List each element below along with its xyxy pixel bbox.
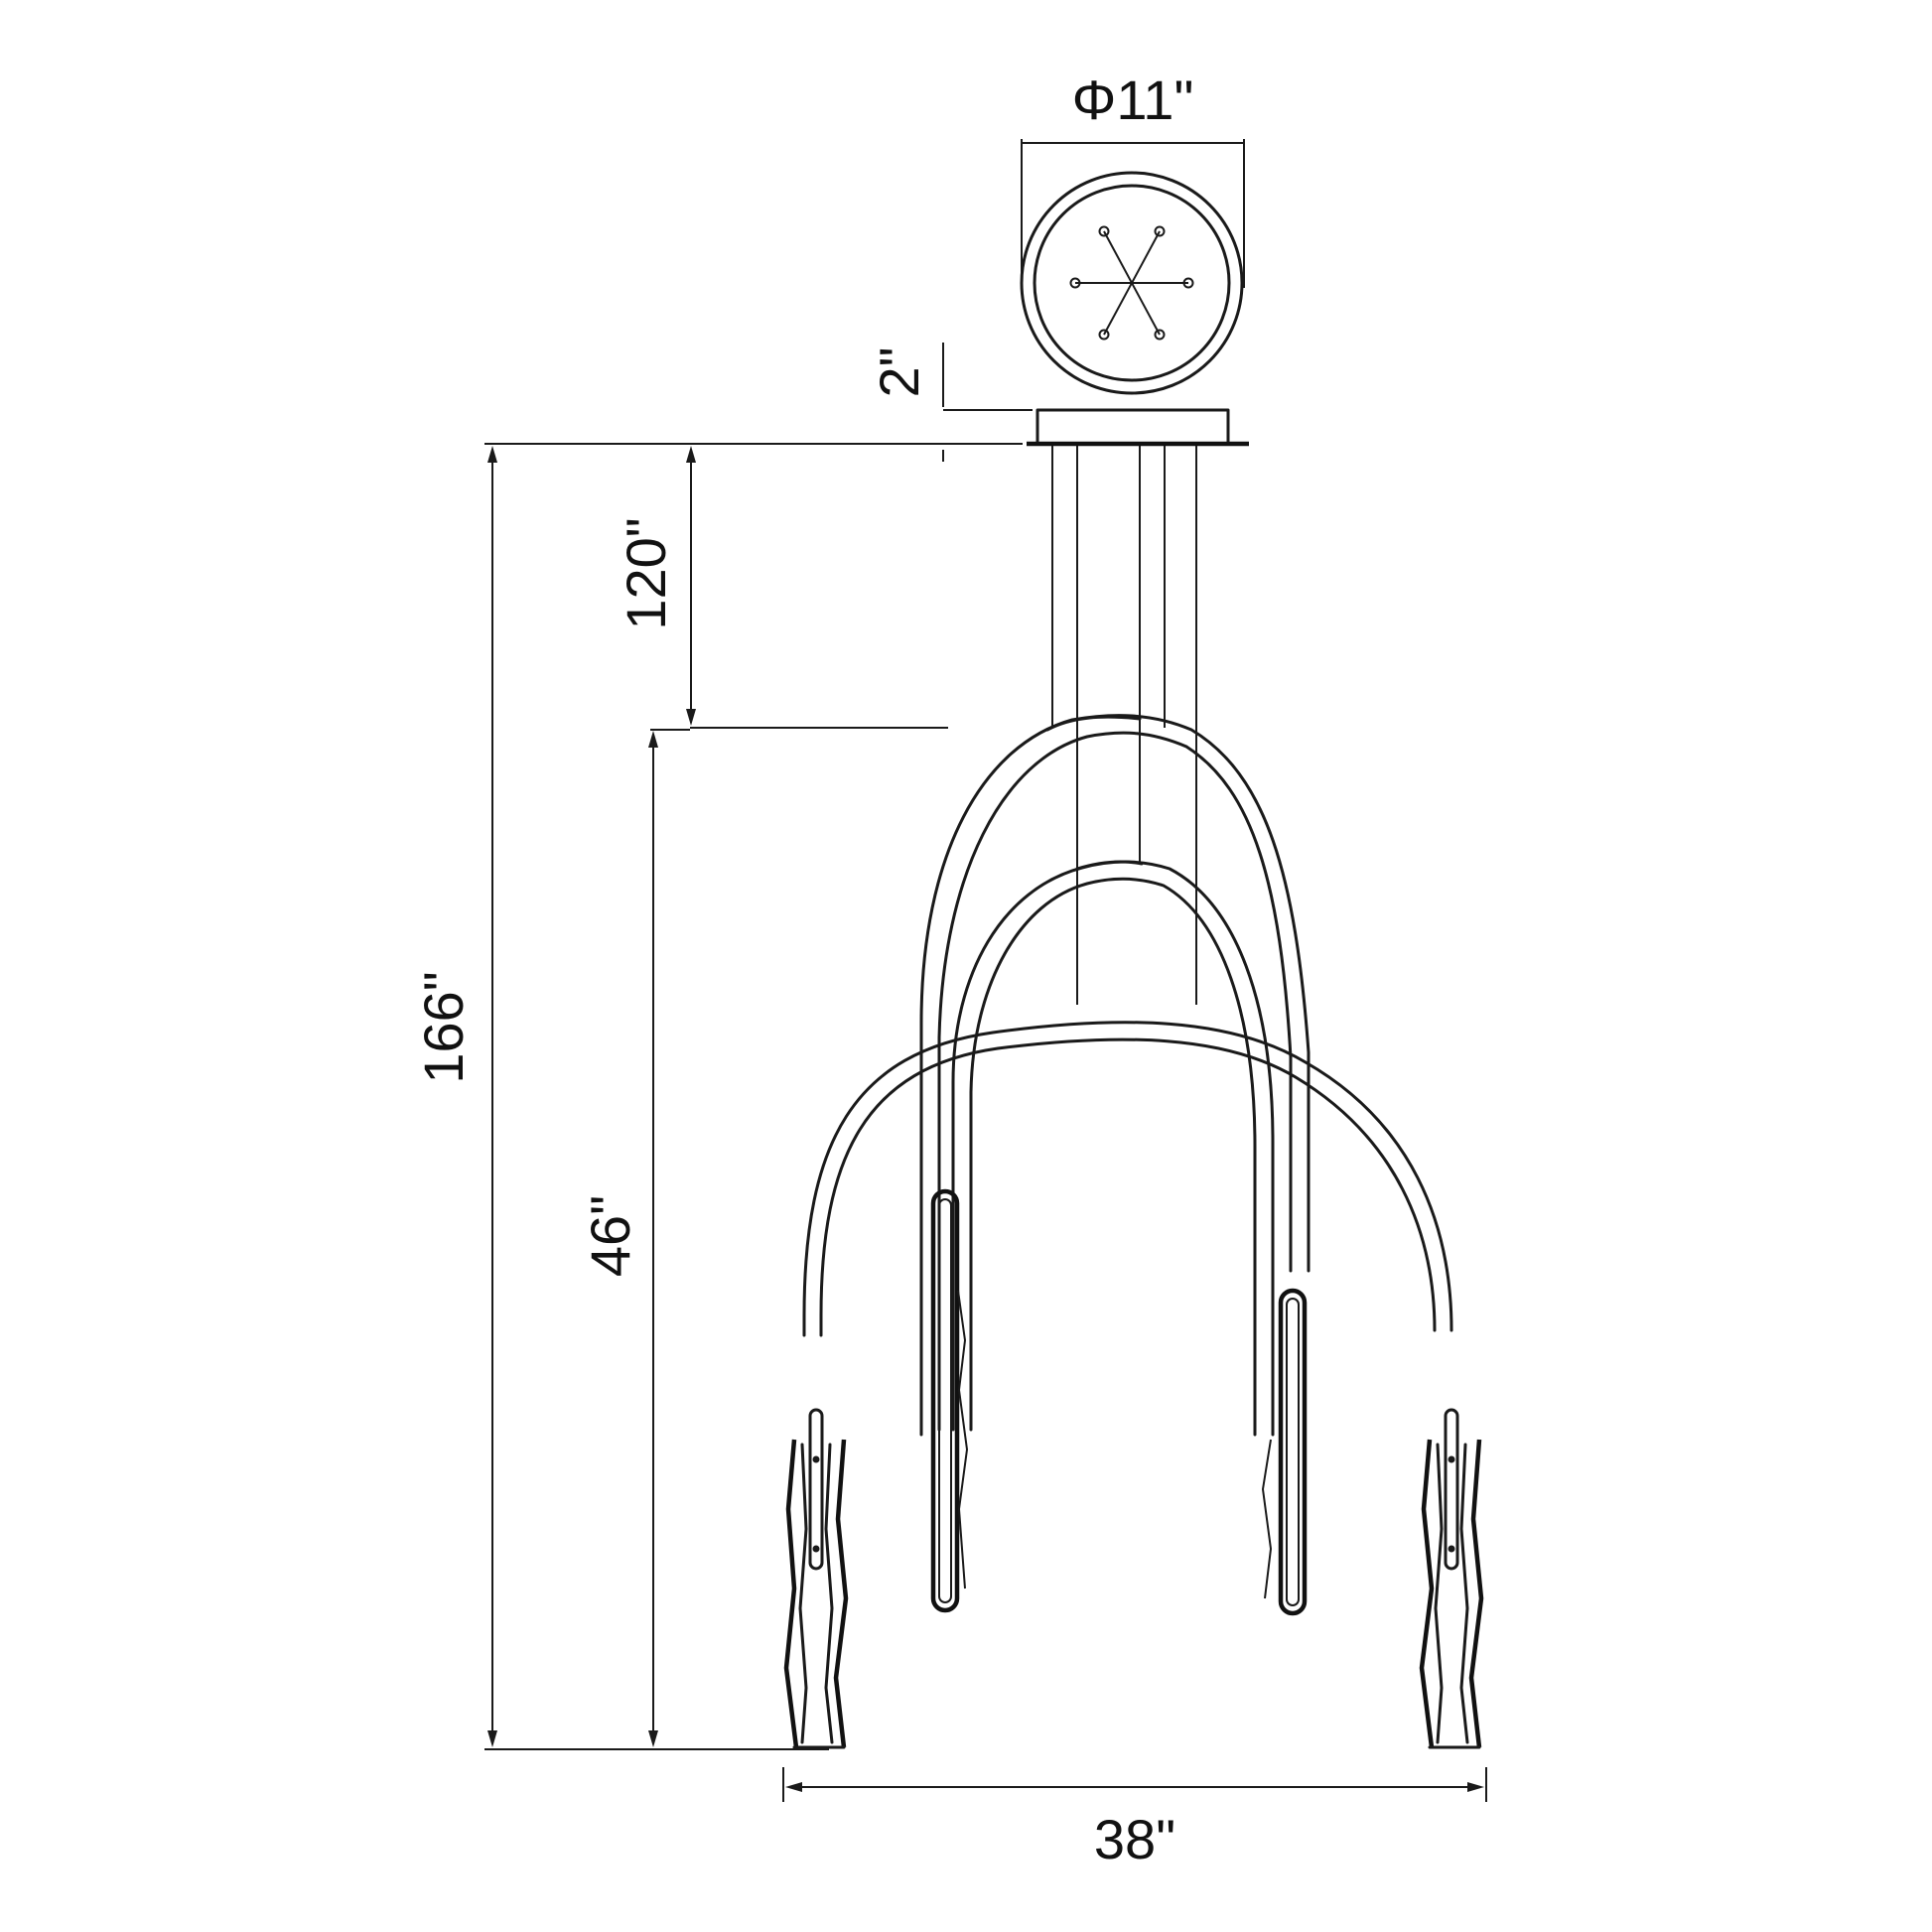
canopy-diameter-label: Φ11" [1072,69,1194,131]
dimension-canopy-diameter: Φ11" [1021,69,1245,288]
left-crystal-pendant [783,1408,849,1749]
overall-height-label: 166" [412,971,475,1083]
fixture-arches [802,714,1453,1437]
canopy-plate [1035,408,1230,446]
fixture-height-label: 46" [579,1195,641,1277]
canopy-side-view [1027,408,1249,447]
crystal-pendants [783,1408,1484,1749]
dimension-fixture-width: 38" [782,1767,1487,1870]
inner-light-bars [930,1188,1308,1616]
dimension-canopy-height: 2" [868,343,1033,462]
canopy-inner-circle [1033,184,1231,382]
canopy-screw-holes [1069,225,1194,341]
canopy-height-label: 2" [868,346,930,397]
dimension-overall-height: 166" [412,443,1023,1750]
fixture-width-label: 38" [1094,1808,1175,1870]
canopy-top-view [1020,171,1244,395]
tall-arch [919,714,1311,1437]
left-inner-light-bar [930,1188,960,1613]
dimension-fixture-height: 46" [579,729,690,1747]
middle-arch [951,860,1275,1437]
dimension-cable-length: 120" [615,446,948,729]
suspension-cables [1051,446,1197,1005]
large-arch [802,1021,1453,1337]
right-inner-light-bar [1278,1288,1308,1616]
cable-length-label: 120" [615,517,677,629]
canopy-mounting-spokes [1075,230,1188,336]
right-crystal-pendant [1419,1408,1484,1749]
